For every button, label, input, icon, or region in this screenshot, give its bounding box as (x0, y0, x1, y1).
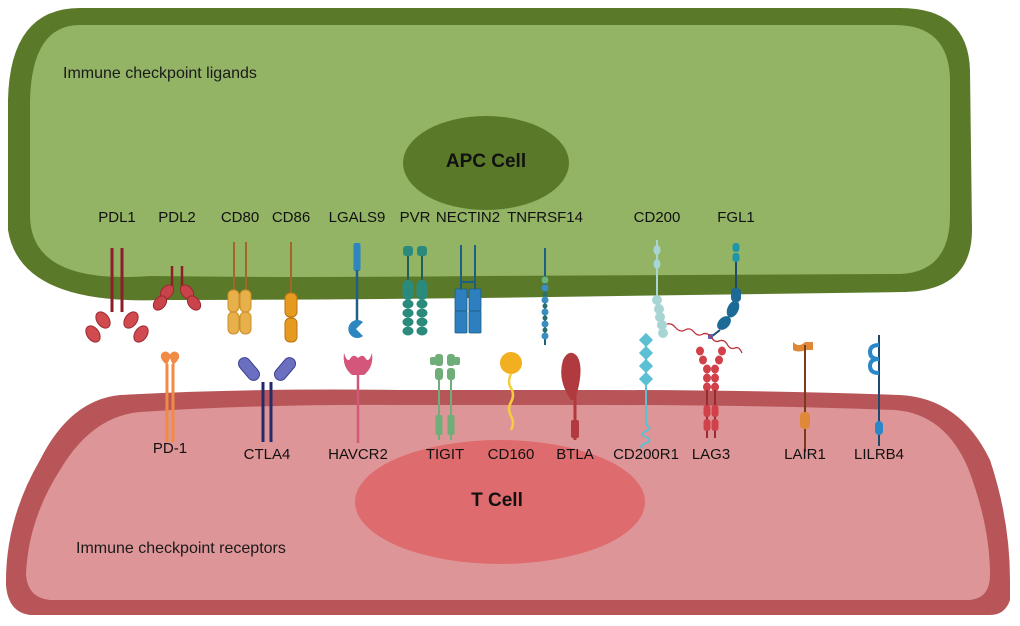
ligand-pdl1 (85, 248, 149, 343)
receptor-label-lair1: LAIR1 (784, 446, 826, 463)
t-cell (5, 389, 1010, 615)
ligand-label-cd80: CD80 (220, 209, 260, 226)
receptor-label-havcr2: HAVCR2 (328, 446, 388, 463)
receptor-label-lilrb4: LILRB4 (853, 446, 905, 463)
receptor-cd160 (500, 352, 522, 431)
ligand-label-pvr: PVR (399, 209, 431, 226)
receptor-cd200r1 (638, 332, 654, 449)
ligand-nectin2 (454, 245, 482, 334)
ligand-label-tnfrsf14: TNFRSF14 (507, 209, 583, 226)
receptor-tigit (430, 354, 460, 440)
ligand-label-pdl2: PDL2 (158, 209, 196, 226)
ligand-pvr (402, 246, 428, 336)
ligand-fgl1 (666, 243, 743, 354)
ligand-cd200 (652, 240, 668, 338)
receptor-label-btla: BTLA (556, 446, 594, 463)
apc-nucleus (403, 116, 569, 210)
receptor-label-cd200r1: CD200R1 (613, 446, 679, 463)
ligand-cd86 (284, 242, 298, 343)
ligands-region-label: Immune checkpoint ligands (63, 65, 257, 82)
ligand-pdl2 (152, 266, 202, 311)
ligand-cd80 (227, 242, 252, 335)
receptor-pd-1 (160, 351, 180, 442)
ligand-label-nectin2: NECTIN2 (435, 209, 501, 226)
receptor-lilrb4 (867, 335, 883, 446)
receptor-ctla4 (238, 357, 296, 442)
receptor-label-ctla4: CTLA4 (243, 446, 291, 463)
receptor-havcr2 (343, 353, 373, 443)
ligand-lgals9 (348, 243, 363, 338)
ligand-tnfrsf14 (541, 248, 549, 345)
receptors-region-label: Immune checkpoint receptors (76, 540, 286, 557)
receptor-lair1 (793, 342, 813, 452)
apc-nucleus-label: APC Cell (445, 151, 527, 172)
receptor-lag3 (696, 346, 726, 438)
ligand-label-lgals9: LGALS9 (328, 209, 386, 226)
proteins (85, 240, 883, 452)
ligand-label-cd86: CD86 (271, 209, 311, 226)
t-cell-nucleus (355, 440, 645, 564)
receptor-btla (561, 352, 581, 440)
receptor-label-lag3: LAG3 (691, 446, 731, 463)
apc-cell (8, 8, 972, 301)
ligand-label-cd200: CD200 (633, 209, 681, 226)
receptor-label-cd160: CD160 (487, 446, 535, 463)
receptor-label-tigit: TIGIT (425, 446, 465, 463)
ligand-label-fgl1: FGL1 (717, 209, 755, 226)
ligand-label-pdl1: PDL1 (98, 209, 136, 226)
receptor-label-pd-1: PD-1 (152, 440, 188, 457)
t-cell-nucleus-label: T Cell (471, 490, 523, 511)
